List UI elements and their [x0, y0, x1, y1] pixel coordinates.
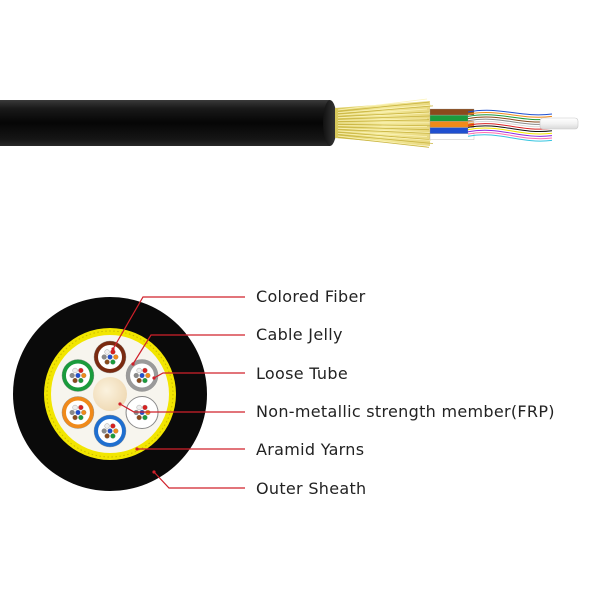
leader-line-loose-tube: [153, 372, 245, 379]
leader-line-outer-sheath: [153, 471, 245, 489]
leader-endpoints: [111, 347, 156, 474]
frp-cross: [93, 377, 127, 411]
loose-tube-side: [429, 115, 469, 122]
colored-fiber-strand: [467, 127, 553, 135]
colored-fiber-fan: [467, 109, 553, 142]
loose-tube-side: [429, 133, 475, 140]
label-aramid-yarns: Aramid Yarns: [256, 440, 364, 459]
component-labels: Colored Fiber Cable Jelly Loose Tube Non…: [256, 287, 555, 498]
aramid-yarn-strand: [337, 101, 430, 112]
aramid-yarn-strand: [337, 119, 430, 123]
sheath-cut-end: [323, 100, 337, 146]
leader-line-cable-jelly: [132, 334, 245, 365]
fiber-dot: [113, 428, 119, 434]
aramid-yarn-strand: [337, 115, 434, 120]
loose-tube-side: [429, 127, 469, 134]
colored-fiber-strand: [467, 134, 553, 142]
colored-fiber-strand: [467, 129, 553, 137]
colored-fiber-strand: [467, 109, 553, 116]
fiber-dot: [72, 377, 78, 384]
fiber-dot: [104, 423, 110, 429]
aramid-yarn-strand: [337, 123, 434, 127]
colored-fiber-strand: [467, 112, 553, 118]
aramid-yarn-strand: [337, 130, 428, 137]
fiber-dot: [78, 404, 84, 411]
fiber-dot: [72, 404, 78, 411]
fiber-dot: [101, 428, 107, 434]
aramid-yarn-fan: [335, 98, 434, 148]
aramid-yarn-strand: [337, 111, 430, 117]
aramid-yarn-strand: [337, 135, 428, 147]
fiber-dot: [69, 409, 75, 416]
aramid-yarn-strand: [337, 131, 430, 141]
fiber-dot: [142, 404, 148, 411]
fiber-dot: [69, 372, 75, 379]
cable-side-view: [0, 98, 579, 148]
fiber-dot: [81, 409, 87, 416]
leader-line-colored-fiber: [112, 296, 245, 350]
aramid-yarn-strand: [337, 133, 432, 141]
aramid-yarn-strand: [337, 127, 432, 134]
fiber-dot: [110, 433, 116, 439]
outer-sheath-side: [0, 100, 334, 146]
aramid-yarn-strand: [337, 112, 432, 119]
fiber-dot: [136, 377, 142, 384]
fiber-dot: [78, 414, 84, 421]
leader-line-frp: [119, 403, 245, 413]
fiber-dot: [136, 404, 142, 411]
label-colored-fiber: Colored Fiber: [256, 287, 366, 306]
fiber-dot: [78, 367, 84, 374]
label-loose-tube: Loose Tube: [256, 364, 348, 383]
colored-fiber-strand: [467, 125, 553, 133]
fiber-dot: [78, 377, 84, 384]
aramid-yarn-strand: [337, 136, 430, 148]
fiber-dot: [110, 359, 116, 365]
fiber-dot: [107, 428, 113, 434]
fiber-dot: [72, 414, 78, 421]
frp-rod-side: [539, 117, 579, 130]
aramid-yarn-texture: [46, 330, 174, 458]
fiber-dot: [133, 372, 139, 379]
fiber-dot: [110, 423, 116, 429]
fiber-dot: [81, 372, 87, 379]
loose-tube-bundle: [429, 108, 475, 140]
aramid-yarn-strand: [337, 125, 428, 127]
aramid-yarn-strand: [337, 118, 428, 121]
cable-cross-section: [13, 297, 207, 491]
fiber-dot: [104, 433, 110, 439]
loose-tube-side: [429, 121, 475, 128]
label-frp: Non-metallic strength member(FRP): [256, 402, 555, 421]
label-cable-jelly: Cable Jelly: [256, 325, 343, 344]
fiber-dot: [72, 367, 78, 374]
fiber-dot: [104, 349, 110, 355]
fiber-dot: [142, 377, 148, 384]
fiber-dot: [145, 372, 151, 379]
fiber-dot: [107, 354, 113, 360]
aramid-yarn-strand: [337, 108, 428, 116]
label-outer-sheath: Outer Sheath: [256, 479, 366, 498]
aramid-yarn-strand: [337, 105, 434, 115]
fiber-dot: [113, 354, 119, 360]
fiber-dot: [136, 414, 142, 421]
fiber-dot: [136, 367, 142, 374]
loose-tube-side: [429, 108, 475, 116]
fiber-dot: [75, 409, 81, 416]
aramid-yarn-strand: [337, 134, 434, 144]
fiber-dot: [75, 372, 81, 379]
colored-fiber-strand: [467, 131, 553, 140]
fiber-dot: [101, 354, 107, 360]
fiber-dot: [142, 414, 148, 421]
fiber-dot: [104, 359, 110, 365]
fiber-dot: [139, 372, 145, 379]
fiber-dot: [142, 367, 148, 374]
aramid-yarn-strand: [337, 126, 430, 131]
aramid-yarn-strand: [337, 129, 434, 134]
aramid-yarn-strand: [337, 98, 428, 111]
aramid-yarn-strand: [337, 104, 432, 113]
leader-lines: [112, 296, 245, 489]
